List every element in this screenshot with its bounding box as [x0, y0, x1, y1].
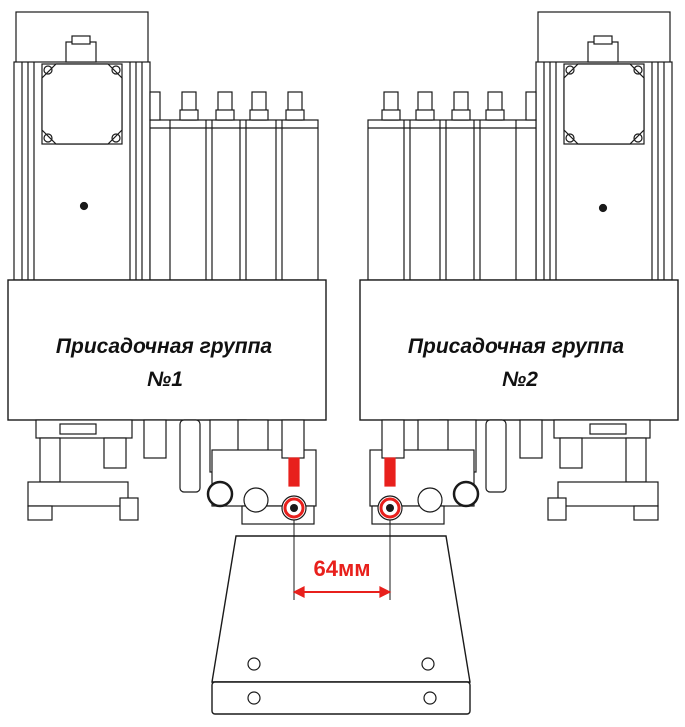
active-drill-2	[377, 457, 403, 521]
group-1-label-box	[7, 279, 327, 421]
group-2-number: №2	[502, 368, 538, 391]
spindle-block-2	[367, 119, 537, 281]
dimension-label: 64мм	[313, 556, 370, 581]
group-1-number: №1	[147, 368, 183, 391]
group-2-label-box	[359, 279, 679, 421]
drilling-unit-1	[7, 11, 327, 525]
workpiece-panel	[211, 535, 471, 715]
lower-mechanism-1	[27, 419, 317, 525]
group-1-title: Присадочная группа	[56, 335, 273, 358]
spindle-tops-2	[381, 91, 537, 121]
group-2-title: Присадочная группа	[408, 335, 625, 358]
spindle-tops-1	[149, 91, 305, 121]
active-drill-1	[283, 457, 305, 519]
drilling-unit-2	[359, 11, 679, 525]
dimension-64mm	[292, 520, 392, 600]
lower-mechanism-2	[369, 419, 659, 525]
spindle-block-1	[149, 119, 319, 281]
